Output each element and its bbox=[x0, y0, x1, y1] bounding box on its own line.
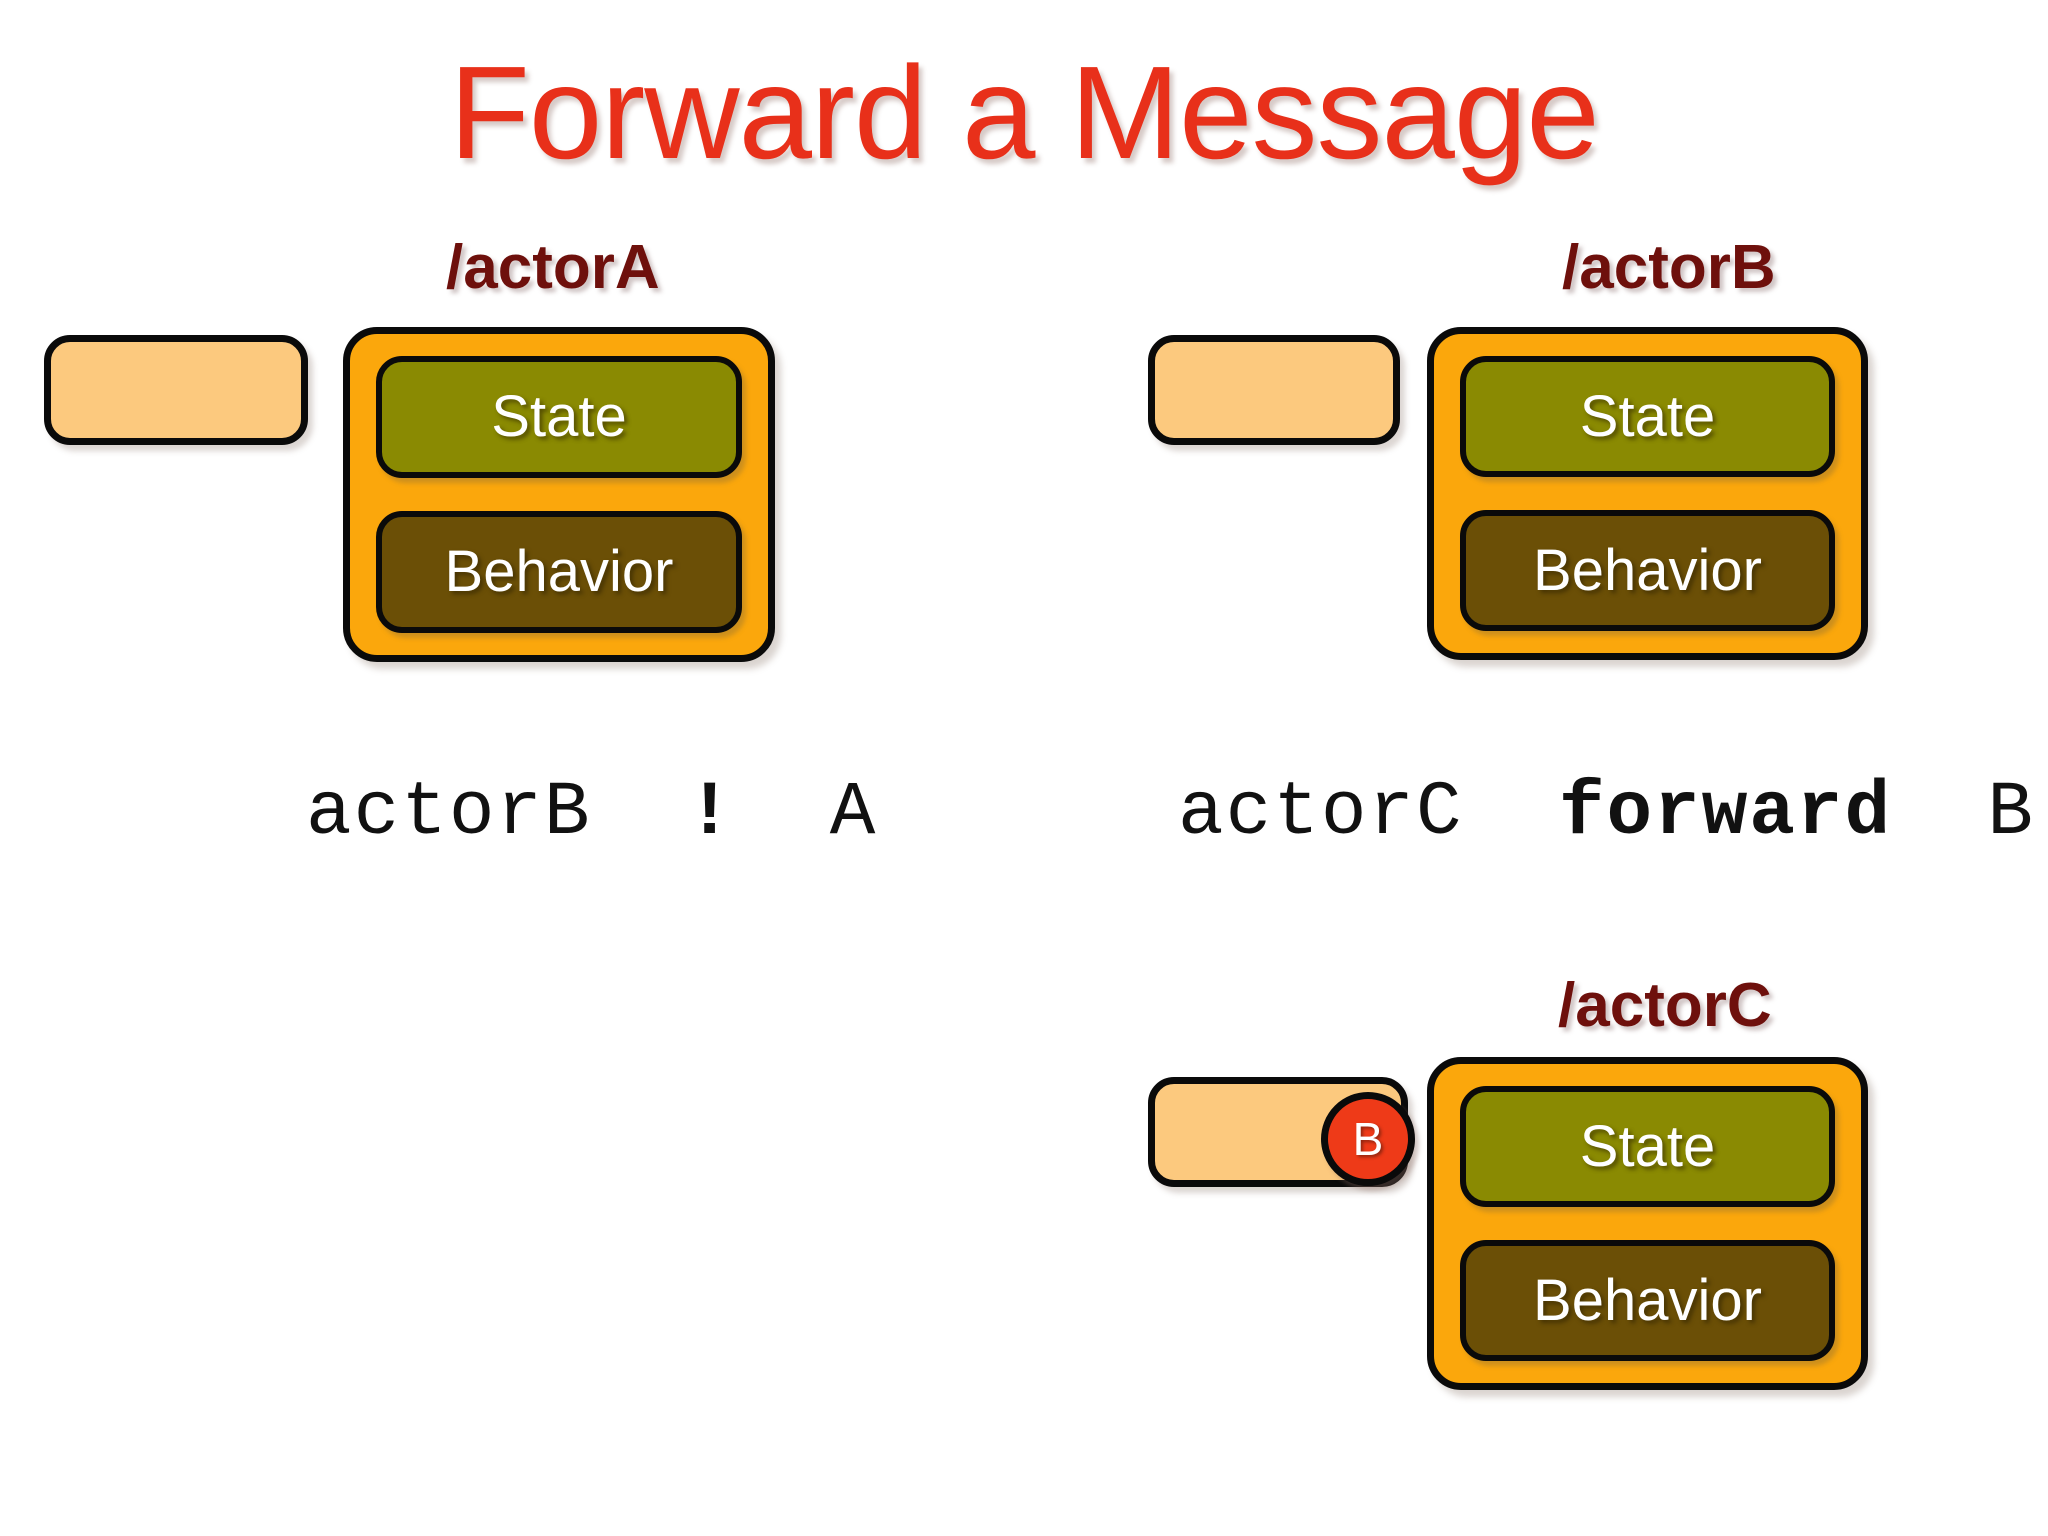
code-space-right-2 bbox=[1892, 770, 1987, 856]
actor-state-slot-actorC: State bbox=[1460, 1086, 1835, 1207]
code-space-right-1 bbox=[1464, 770, 1559, 856]
code-message-right: B bbox=[1987, 770, 2035, 856]
mailbox-actorB[interactable] bbox=[1148, 335, 1400, 445]
actor-box-actorC[interactable]: State Behavior bbox=[1427, 1057, 1868, 1390]
actor-state-slot-actorB: State bbox=[1460, 356, 1835, 477]
code-space-left-2 bbox=[734, 770, 829, 856]
code-target-right: actorC bbox=[1178, 770, 1464, 856]
mailbox-actorC[interactable]: B bbox=[1148, 1077, 1415, 1187]
code-line-tell: actorB ! A bbox=[306, 770, 877, 856]
slide-title: Forward a Message bbox=[449, 39, 1599, 186]
actor-behavior-slot-actorB: Behavior bbox=[1460, 510, 1835, 631]
actor-behavior-slot-actorA: Behavior bbox=[376, 511, 742, 633]
code-operator-forward: forward bbox=[1558, 770, 1893, 856]
actor-box-actorA[interactable]: State Behavior bbox=[343, 327, 775, 662]
actor-box-actorB[interactable]: State Behavior bbox=[1427, 327, 1868, 660]
mailbox-actorA[interactable] bbox=[44, 335, 308, 445]
code-line-forward: actorC forward B bbox=[1178, 770, 2035, 856]
code-message-left: A bbox=[829, 770, 878, 856]
code-operator-tell: ! bbox=[686, 770, 735, 856]
code-target-left: actorB bbox=[306, 770, 592, 856]
message-token-B[interactable]: B bbox=[1321, 1092, 1415, 1186]
actor-label-actorC: /actorC bbox=[1558, 971, 1772, 1040]
actor-state-slot-actorA: State bbox=[376, 356, 742, 478]
actor-behavior-slot-actorC: Behavior bbox=[1460, 1240, 1835, 1361]
actor-label-actorA: /actorA bbox=[446, 233, 660, 302]
code-space-left-1 bbox=[592, 770, 687, 856]
actor-label-actorB: /actorB bbox=[1562, 233, 1776, 302]
